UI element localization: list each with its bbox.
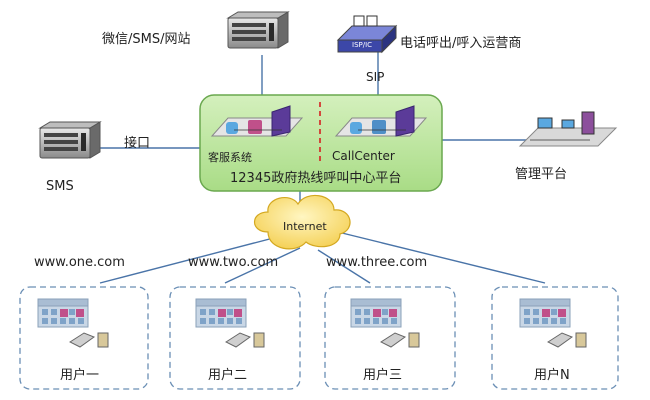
- user-group: 用户三: [324, 286, 456, 390]
- sms-label: SMS: [46, 179, 74, 194]
- sip-label: SIP: [366, 70, 384, 84]
- callcenter-icon: [334, 105, 428, 137]
- interface-label: 接口: [124, 135, 150, 151]
- user-label: 用户三: [363, 367, 402, 383]
- isp-badge-label: ISP/IC: [352, 41, 372, 49]
- internet-cloud-icon: [253, 194, 351, 250]
- user-group: 用户二: [169, 286, 301, 390]
- domain-one-label: www.one.com: [34, 255, 125, 270]
- user-label: 用户N: [534, 367, 570, 383]
- service-system-icon: [210, 105, 304, 137]
- domain-three-label: www.three.com: [326, 255, 427, 270]
- telecom-label: 电话呼出/呼入运营商: [400, 36, 521, 51]
- management-icon: [518, 111, 618, 147]
- user-label: 用户一: [60, 367, 99, 383]
- callcenter-label: CallCenter: [332, 149, 395, 163]
- management-label: 管理平台: [515, 167, 567, 182]
- sms-server-icon: [39, 121, 101, 159]
- isp-device-icon: [336, 15, 398, 54]
- platform-title: 12345政府热线呼叫中心平台: [230, 171, 401, 186]
- connector-lines: [99, 52, 546, 284]
- user-label: 用户二: [208, 367, 247, 383]
- server-icon: [227, 11, 289, 49]
- wechat-sms-web-label: 微信/SMS/网站: [102, 32, 190, 47]
- domain-two-label: www.two.com: [188, 255, 278, 270]
- internet-label: Internet: [283, 220, 327, 233]
- user-group: 用户N: [491, 286, 619, 390]
- user-group: 用户一: [19, 286, 149, 390]
- service-system-label: 客服系统: [208, 150, 252, 164]
